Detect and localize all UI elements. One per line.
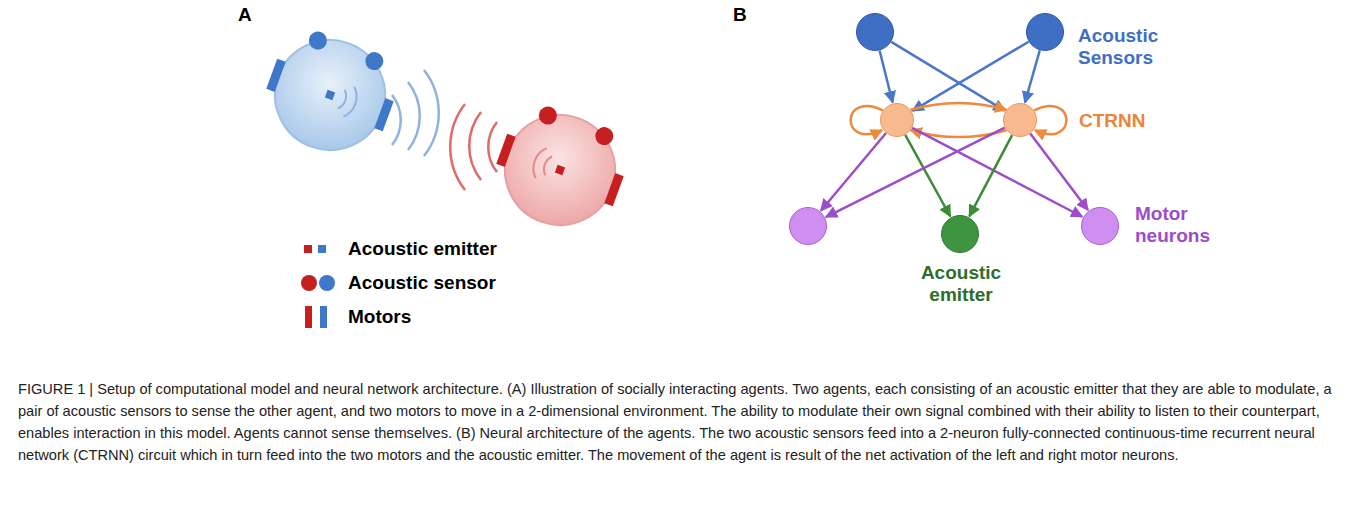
blue-agent <box>253 21 407 168</box>
panel-letter: B <box>733 4 747 26</box>
connection-arrow <box>969 135 1012 216</box>
neuron-circle: Motor neurons <box>1081 207 1119 245</box>
red-agent <box>483 96 637 243</box>
legend-sample <box>300 304 340 330</box>
blue-sound-waves <box>392 70 439 156</box>
legend-row: Acoustic sensor <box>300 266 497 300</box>
red-sound-waves <box>450 104 497 190</box>
connection-arrow <box>911 103 1007 110</box>
neuron-circle: CTRNN <box>1003 103 1037 137</box>
legend-text: Acoustic emitter <box>348 238 497 260</box>
connection-arrow <box>912 42 1028 111</box>
connection-arrow <box>1025 50 1040 102</box>
connection-arrow <box>880 50 893 102</box>
connection-arrow <box>851 106 883 134</box>
node-label: Motor neurons <box>1135 203 1225 247</box>
connection-arrow <box>1034 106 1066 134</box>
node-label: Acoustic emitter <box>901 262 1021 306</box>
legend-sample <box>300 270 340 296</box>
legend-row: Motors <box>300 300 497 334</box>
legend-sample <box>300 236 340 262</box>
legend: Acoustic emitterAcoustic sensorMotors <box>300 232 497 334</box>
node-label: Acoustic Sensors <box>1078 25 1178 69</box>
neuron-circle <box>789 207 827 245</box>
connection-arrow <box>826 128 1005 217</box>
neuron-circle: Acoustic emitter <box>941 215 979 253</box>
connection-arrow <box>1030 134 1088 210</box>
neuron-circle <box>880 103 914 137</box>
connection-arrow <box>905 135 950 217</box>
node-label: CTRNN <box>1079 110 1169 132</box>
legend-row: Acoustic emitter <box>300 232 497 266</box>
connection-arrow <box>821 133 886 211</box>
connection-arrow <box>891 42 1004 111</box>
legend-text: Acoustic sensor <box>348 272 496 294</box>
panel-letter: A <box>238 4 252 26</box>
neuron-circle: Acoustic Sensors <box>1026 13 1064 51</box>
legend-text: Motors <box>348 306 411 328</box>
figure-caption: FIGURE 1 | Setup of computational model … <box>18 378 1340 466</box>
neuron-circle <box>856 13 894 51</box>
connection-arrow <box>912 128 1082 217</box>
